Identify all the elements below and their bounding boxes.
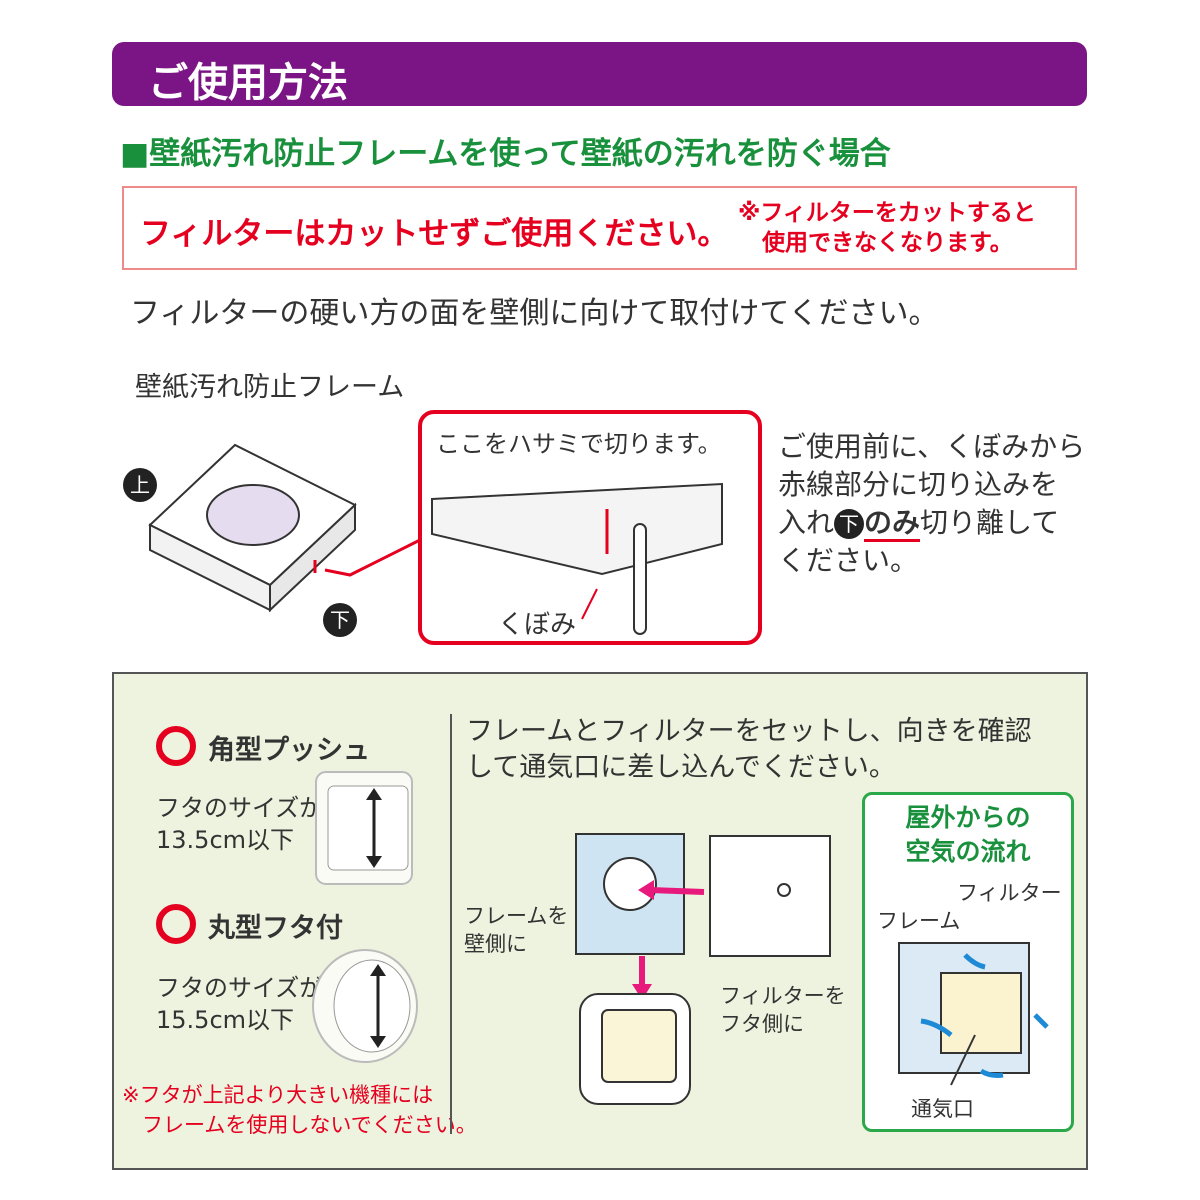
warning-line: ※フタが上記より大きい機種には xyxy=(122,1083,434,1107)
filter-label: フィルター xyxy=(957,881,1062,905)
square-cover-icon xyxy=(315,771,413,885)
size-line: 15.5cm以下 xyxy=(156,1006,295,1034)
setup-illustration xyxy=(575,833,831,1105)
label-line: フタ側に xyxy=(720,1012,804,1036)
cut-line: 入れ下のみ切り離して xyxy=(778,504,1085,542)
airflow-title: 屋外からの空気の流れ xyxy=(865,801,1071,869)
top-mark-icon xyxy=(123,468,157,502)
notice-box: フィルターはカットせずご使用ください。 ※フィルターをカットすると使用できなくな… xyxy=(122,186,1077,270)
size-warning: ※フタが上記より大きい機種にはフレームを使用しないでください。 xyxy=(122,1080,477,1140)
header-title: ご使用方法 xyxy=(148,60,348,106)
frame-illustration: 上 下 xyxy=(123,443,421,637)
cut-instructions: ご使用前に、くぼみから 赤線部分に切り込みを 入れ下のみ切り離して ください。 xyxy=(778,428,1085,580)
top-mark: 上 xyxy=(130,473,150,497)
bottom-mark-badge: 下 xyxy=(834,509,865,539)
airflow-box: 屋外からの空気の流れ フィルター フレーム 通気口 xyxy=(862,792,1074,1132)
setup-line: フレームとフィルターをセットし、向きを確認 xyxy=(466,716,1032,747)
airflow-illustration xyxy=(898,942,1049,1086)
warning-line: フレームを使用しないでください。 xyxy=(142,1113,477,1137)
note-line: 使用できなくなります。 xyxy=(762,230,1013,256)
size-line: フタのサイズが xyxy=(156,974,324,1002)
label-line: 壁側に xyxy=(464,932,527,956)
callout-text: ここをハサミで切ります。 xyxy=(436,430,722,458)
bottom-mark-icon xyxy=(323,603,357,637)
divider xyxy=(450,714,452,1134)
frame-wall-label: フレームを壁側に xyxy=(464,902,568,958)
compatibility-panel: 角型プッシュ フタのサイズが 13.5cm以下 丸型フタ付 フタのサイズが 15.5… xyxy=(112,672,1088,1170)
label-line: フレームを xyxy=(464,904,569,928)
instruction-text: フィルターの硬い方の面を壁側に向けて取付けてください。 xyxy=(130,296,939,331)
cut-text: 切り離して xyxy=(920,506,1060,539)
size-line: 13.5cm以下 xyxy=(156,826,295,854)
note-line: ※フィルターをカットすると xyxy=(738,200,1036,226)
round-cover-title: 丸型フタ付 xyxy=(208,913,343,944)
title-line: 屋外からの xyxy=(905,803,1031,832)
size-line: フタのサイズが xyxy=(156,794,324,822)
cut-line: 赤線部分に切り込みを xyxy=(778,468,1059,501)
ok-circle-icon xyxy=(156,726,196,766)
notice-main: フィルターはカットせずご使用ください。 xyxy=(140,216,729,252)
only-text: のみ xyxy=(864,506,921,542)
bottom-mark: 下 xyxy=(330,608,350,632)
frame-label: 壁紙汚れ防止フレーム xyxy=(135,372,405,403)
cut-line: ください。 xyxy=(778,544,919,577)
section-heading: ■壁紙汚れ防止フレームを使って壁紙の汚れを防ぐ場合 xyxy=(120,136,891,172)
vent-label: 通気口 xyxy=(911,1097,974,1121)
ok-circle-icon xyxy=(156,904,196,944)
filter-cover-label: フィルターをフタ側に xyxy=(720,982,846,1038)
cut-line: ご使用前に、くぼみから xyxy=(778,430,1086,463)
setup-line: して通気口に差し込んでください。 xyxy=(466,752,896,783)
notice-note: ※フィルターをカットすると使用できなくなります。 xyxy=(738,198,1036,258)
cut-text: 入れ xyxy=(778,506,835,539)
label-line: フィルターを xyxy=(720,984,846,1008)
round-size: フタのサイズが 15.5cm以下 xyxy=(156,972,323,1036)
frame-label: フレーム xyxy=(877,909,961,933)
scissors-illustration xyxy=(431,482,723,635)
round-cover-icon xyxy=(312,949,418,1063)
setup-instructions: フレームとフィルターをセットし、向きを確認して通気口に差し込んでください。 xyxy=(466,714,1032,786)
section-header: ご使用方法 xyxy=(112,42,1087,106)
kubomi-label: くぼみ xyxy=(498,610,577,640)
cut-callout: ここをハサミで切ります。 くぼみ xyxy=(418,410,762,645)
square-push-title: 角型プッシュ xyxy=(208,735,370,766)
title-line: 空気の流れ xyxy=(905,837,1031,866)
square-size: フタのサイズが 13.5cm以下 xyxy=(156,792,323,856)
